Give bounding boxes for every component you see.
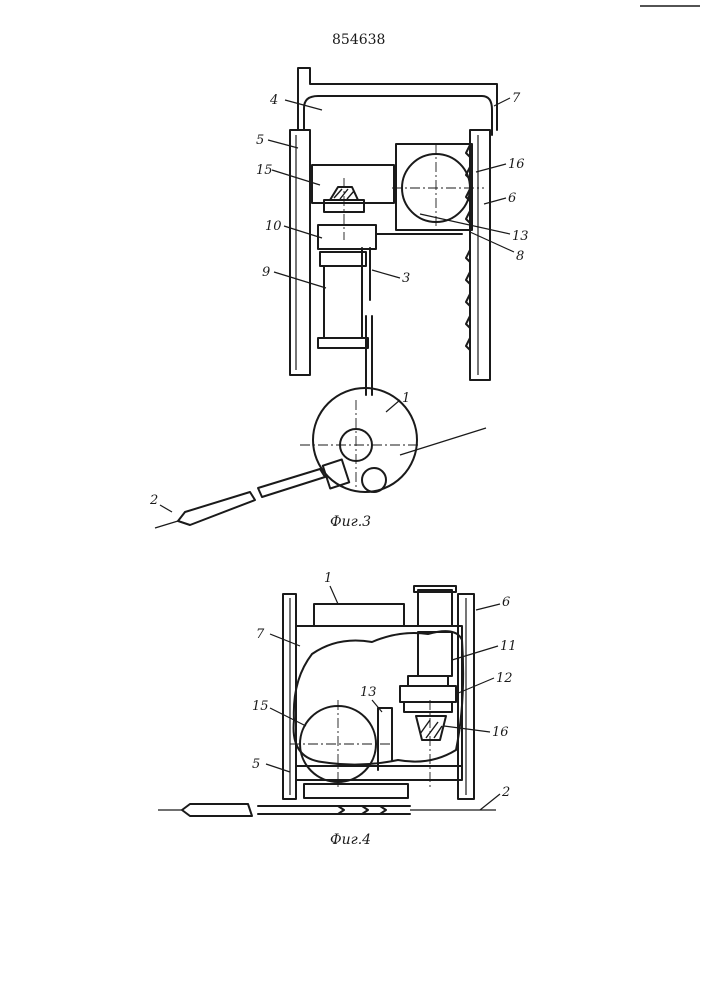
label-13: 13 — [360, 685, 377, 700]
figure-3: 4 7 5 15 16 6 10 13 8 9 3 1 2 Фиг.3 — [149, 68, 529, 530]
figure-3-caption: Фиг.3 — [330, 514, 371, 530]
label-16: 16 — [508, 157, 525, 172]
label-1: 1 — [402, 391, 410, 406]
label-15: 15 — [252, 699, 269, 714]
leader-lines-fig4 — [266, 586, 500, 810]
rod-3 — [362, 248, 372, 395]
gear-12 — [400, 676, 456, 712]
label-7: 7 — [512, 91, 521, 106]
label-5: 5 — [256, 133, 264, 148]
label-12: 12 — [496, 671, 513, 686]
gear-16 — [416, 700, 446, 790]
label-6: 6 — [502, 595, 510, 610]
label-10: 10 — [265, 219, 282, 234]
rail-5 — [290, 130, 310, 375]
rail-6 — [458, 594, 474, 799]
label-8: 8 — [516, 249, 524, 264]
label-6: 6 — [508, 191, 516, 206]
patent-number: 854638 — [332, 32, 385, 48]
label-7: 7 — [256, 627, 265, 642]
roller-15 — [290, 700, 392, 790]
plate-10 — [318, 225, 376, 249]
cylinder-9 — [318, 252, 368, 348]
figure-4-caption: Фиг.4 — [330, 832, 371, 848]
label-15: 15 — [256, 163, 273, 178]
label-11: 11 — [500, 639, 517, 654]
label-2: 2 — [149, 493, 158, 508]
block-1 — [314, 604, 404, 626]
label-9: 9 — [262, 265, 270, 280]
tether-2 — [155, 428, 486, 528]
rail-6 — [466, 130, 490, 380]
label-13: 13 — [512, 229, 529, 244]
label-16: 16 — [492, 725, 509, 740]
housing — [312, 165, 394, 203]
leader-lines-fig3 — [160, 98, 514, 512]
label-4: 4 — [269, 93, 278, 108]
label-3: 3 — [402, 271, 410, 286]
label-5: 5 — [252, 757, 260, 772]
label-1: 1 — [324, 571, 332, 586]
label-2: 2 — [501, 785, 510, 800]
frame-4 — [298, 68, 497, 135]
carriage — [258, 784, 410, 814]
figure-4: 1 6 7 11 12 13 15 16 5 2 Фиг.4 — [158, 571, 517, 848]
